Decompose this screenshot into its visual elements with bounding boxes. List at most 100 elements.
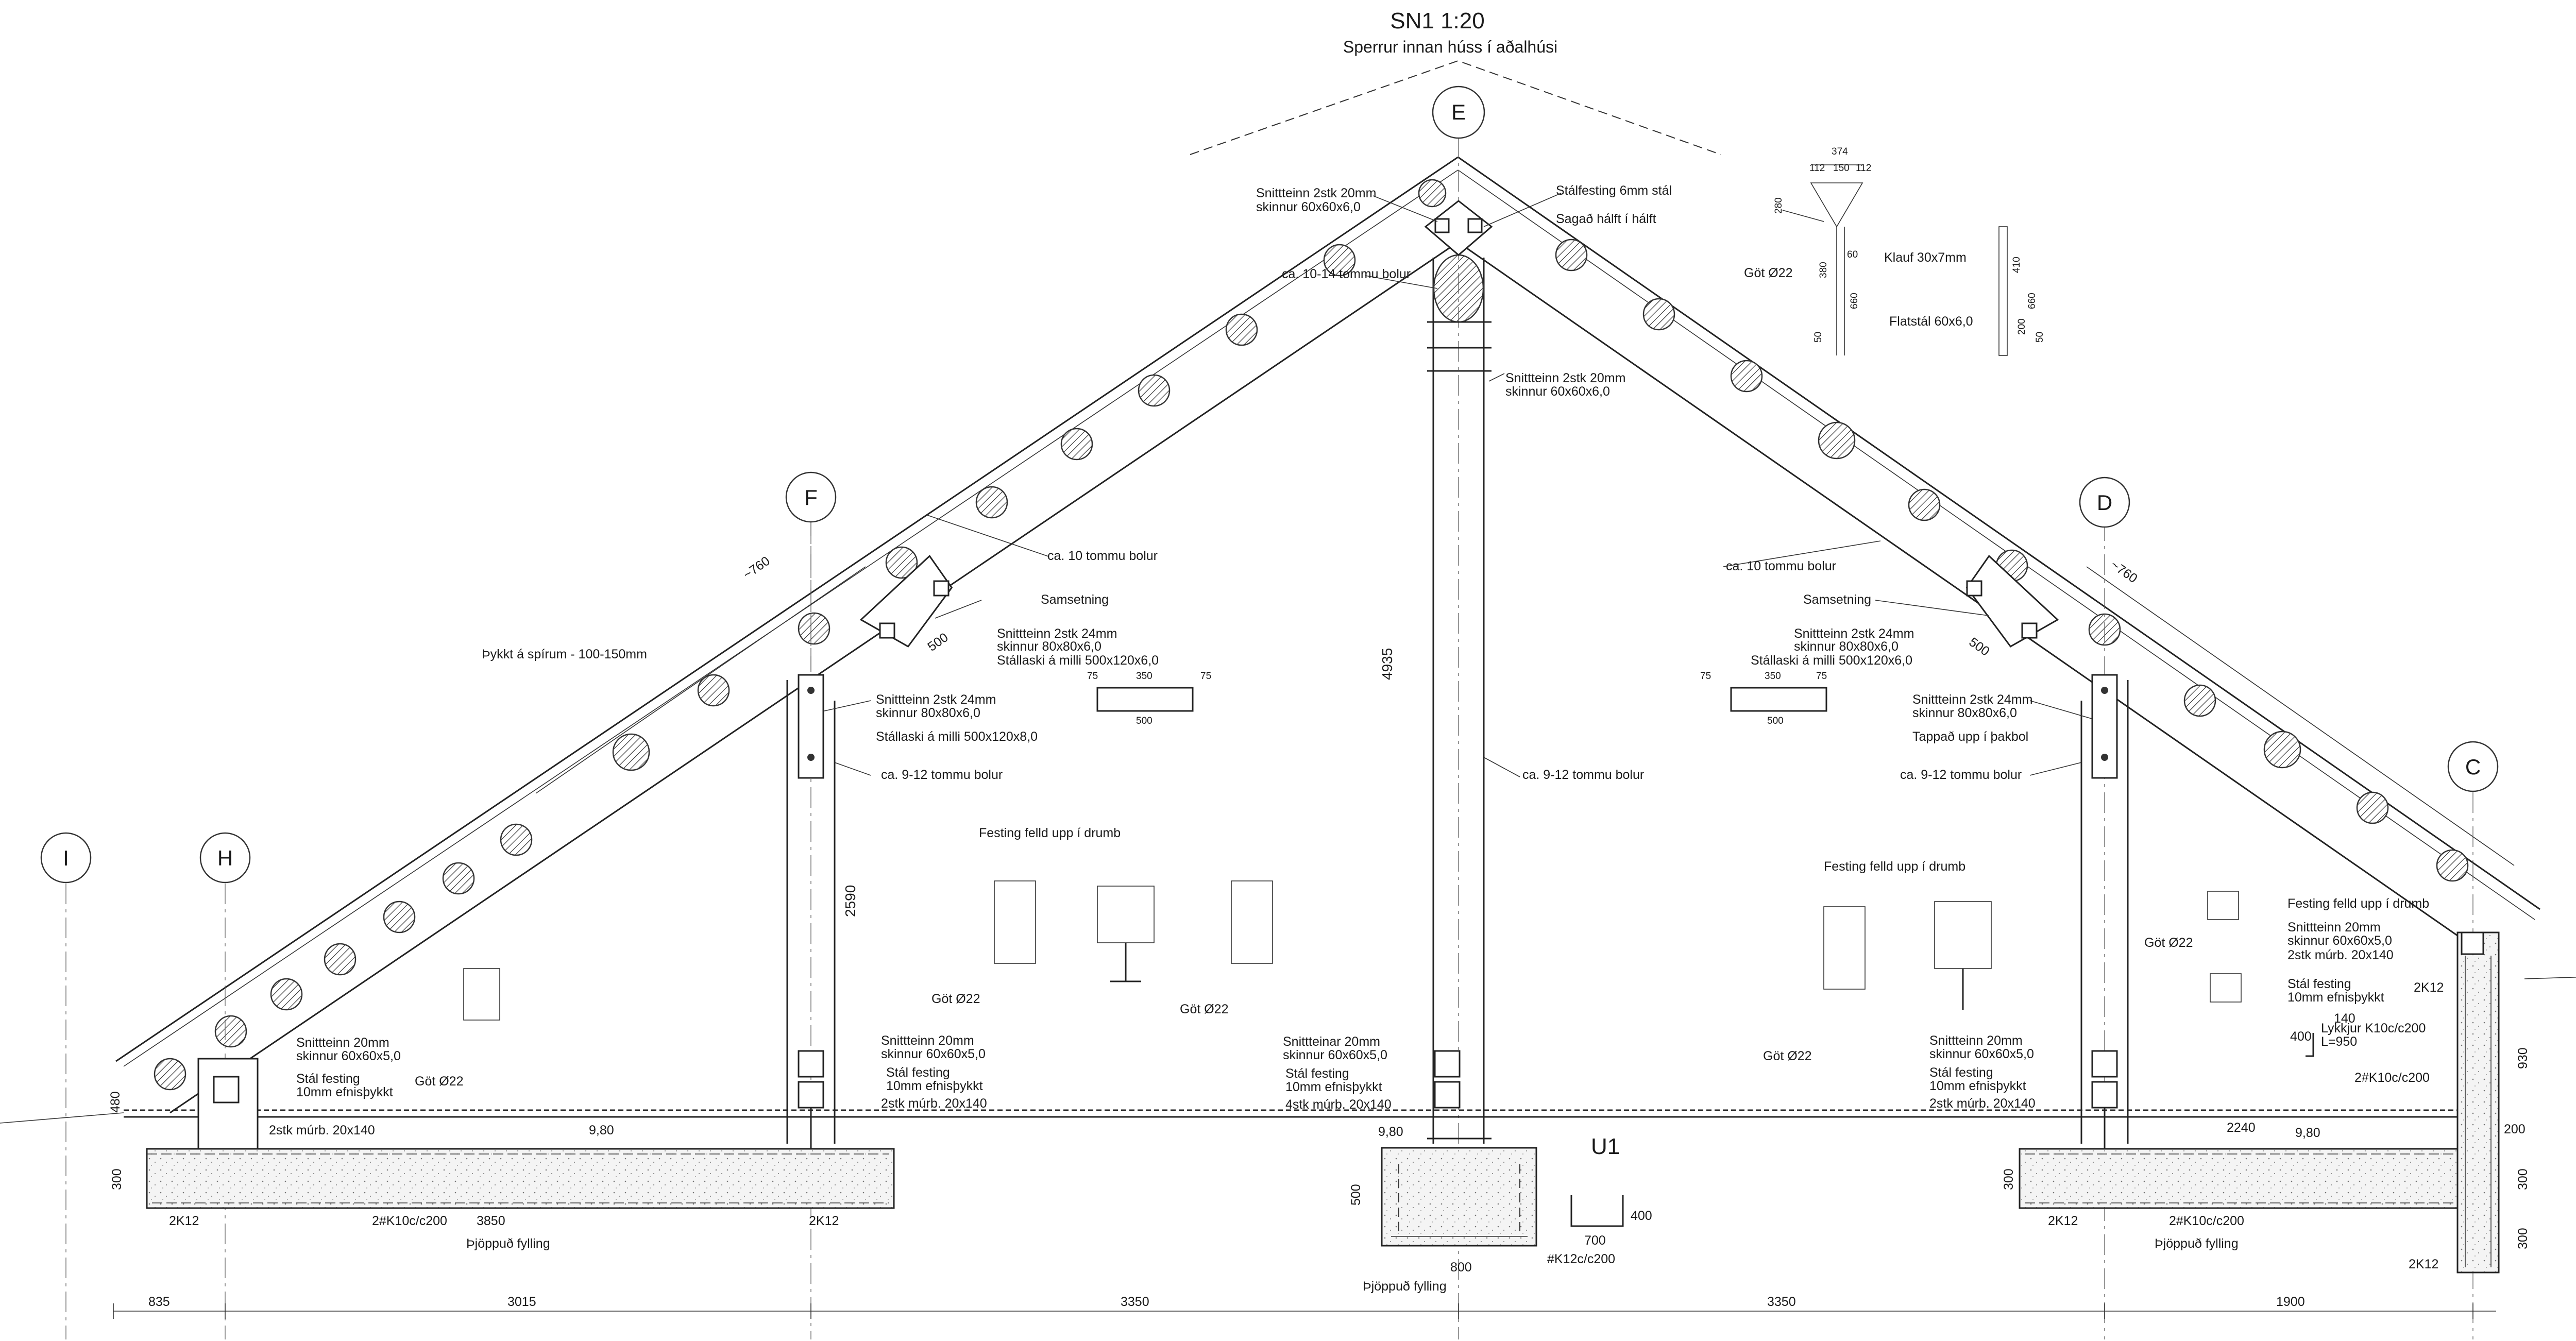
purlin [442, 862, 475, 895]
grid-marker-i: I [40, 832, 92, 1339]
purlin [1418, 179, 1447, 208]
dim-joint-left: 500 [925, 630, 951, 654]
grid-label-i: I [63, 846, 69, 870]
note-post-tap-right: Tappað upp í þakbol [1912, 729, 2028, 744]
note-post-plate-left: Stállaski á milli 500x120x8,0 [876, 729, 1038, 744]
note-k12-c: 2K12 [2048, 1214, 2078, 1228]
purlin [1323, 244, 1356, 277]
roof-outline [115, 60, 2540, 1114]
note-ridge-bolt-top-sub: skinnur 60x60x6,0 [1256, 200, 1361, 214]
note-base-d-bolt: Snittteinn 20mm [1929, 1033, 2023, 1048]
dim-300-right: 300 [2002, 1168, 2016, 1190]
note-hole-6: Göt Ø22 [2144, 936, 2193, 950]
svg-text:660: 660 [1849, 293, 1860, 309]
svg-text:75: 75 [1200, 671, 1211, 682]
note-base-e-bolt: Snittteinar 20mm [1283, 1034, 1380, 1049]
bottom-dimension-chain: 835 3015 3350 3350 1900 [113, 1295, 2496, 1319]
note-joint-left: Samsetning [1041, 592, 1109, 607]
note-base-d-steel-sub: 10mm efnisþykkt [1929, 1079, 2026, 1093]
dim-bottom-5: 1900 [2276, 1295, 2305, 1309]
note-fix-far-right: Festing felld upp í drumb [2287, 896, 2429, 911]
purlin [2436, 849, 2469, 882]
dim-c-140: 140 [2334, 1011, 2355, 1026]
note-fill-right: Þjöppuð fylling [2155, 1236, 2239, 1251]
purlin [2263, 731, 2301, 769]
purlin [612, 733, 650, 771]
dim-930: 930 [2516, 1047, 2530, 1069]
note-base-c-wall: 2stk múrb. 20x140 [2287, 948, 2394, 962]
note-joint-plate-right: Stállaski á milli 500x120x6,0 [1751, 653, 1912, 668]
dim-bottom-2: 3015 [507, 1295, 536, 1309]
dim-ridge-height: 4935 [1379, 648, 1395, 680]
svg-text:112: 112 [1809, 163, 1825, 174]
detail-sketches [463, 164, 2314, 1057]
note-fill-mid: Þjöppuð fylling [1363, 1279, 1447, 1294]
note-hole-1: Göt Ø22 [1744, 266, 1793, 280]
wall-c [2456, 931, 2500, 1274]
svg-text:150: 150 [1833, 163, 1850, 174]
purlin [697, 674, 730, 707]
note-ridge-bolt-top: Snittteinn 2stk 20mm [1256, 186, 1376, 200]
note-rafter-log-right: ca. 10 tommu bolur [1726, 559, 1836, 573]
grid-label-c: C [2465, 755, 2481, 779]
purlins [154, 179, 2469, 1091]
dim-300-c2: 300 [2516, 1228, 2530, 1249]
level-markers: 9,80 9,80 9,80 [589, 1123, 2320, 1140]
post-f [786, 515, 836, 1339]
svg-text:50: 50 [2035, 332, 2045, 343]
purlin [1818, 421, 1856, 460]
svg-text:75: 75 [1087, 671, 1098, 682]
note-purlin-thick: Þykkt á spírum - 100-150mm [482, 647, 647, 661]
note-rebar-left: 2#K10c/c200 [372, 1214, 447, 1228]
purlin [500, 823, 533, 856]
dim-footing-right: 2240 [2227, 1121, 2256, 1135]
dim-rafter-right: ~760 [2108, 557, 2140, 586]
note-joint-bolt-right-sub: skinnur 80x80x6,0 [1794, 639, 1899, 654]
footing-right [2019, 1148, 2484, 1209]
svg-text:60: 60 [1847, 249, 1858, 260]
dim-rafter-left: ~760 [740, 554, 772, 582]
note-post-bolt-right-sub: skinnur 80x80x6,0 [1912, 706, 2017, 720]
note-base-f-wall: 2stk múrb. 20x140 [881, 1096, 987, 1111]
level-mid: 9,80 [1378, 1125, 1403, 1139]
note-base-h-bolt: Snittteinn 20mm [296, 1036, 389, 1050]
note-joint-bolt-left: Snittteinn 2stk 24mm [997, 626, 1117, 641]
note-base-e-steel: Stál festing [1285, 1066, 1349, 1081]
ridge-steel-plate [1424, 200, 1493, 256]
sheet-title: SN1 1:20 [1390, 8, 1484, 33]
purlin [1908, 488, 1941, 521]
note-post-bolt-left: Snittteinn 2stk 24mm [876, 692, 996, 707]
note-base-f-steel-sub: 10mm efnisþykkt [886, 1079, 983, 1093]
note-hole-4: Göt Ø22 [1180, 1002, 1229, 1016]
u1-label: U1 [1591, 1134, 1620, 1159]
level-left: 9,80 [589, 1123, 614, 1138]
note-clip: Klauf 30x7mm [1884, 250, 1967, 265]
purlin [2183, 684, 2216, 717]
note-base-e-steel-sub: 10mm efnisþykkt [1285, 1080, 1382, 1094]
dim-300-left: 300 [110, 1168, 124, 1190]
footing-left [146, 1058, 895, 1209]
note-base-e-wall: 4stk múrb. 20x140 [1285, 1097, 1392, 1112]
note-ridge-log: ca. 10-14 tommu bolur [1282, 267, 1411, 281]
note-base-e-bolt-sub: skinnur 60x60x5,0 [1283, 1048, 1387, 1062]
dim-200-wall: 200 [2504, 1122, 2526, 1136]
grid-label-f: F [804, 485, 818, 510]
svg-text:75: 75 [1700, 671, 1711, 682]
note-post-log-left: ca. 9-12 tommu bolur [881, 768, 1003, 782]
annotations: Snittteinn 2stk 20mm skinnur 60x60x6,0 S… [169, 183, 2444, 1294]
u1-height: 400 [1631, 1209, 1652, 1223]
note-center-log: ca. 9-12 tommu bolur [1522, 768, 1644, 782]
purlin [975, 486, 1008, 519]
note-base-f-bolt: Snittteinn 20mm [881, 1033, 974, 1048]
footing-center [1381, 1147, 1537, 1247]
level-right: 9,80 [2295, 1126, 2320, 1140]
svg-text:500: 500 [1136, 716, 1153, 726]
note-joint-right: Samsetning [1803, 592, 1871, 607]
note-base-c-bolt: Snittteinn 20mm [2287, 920, 2381, 935]
note-base-f-steel: Stál festing [886, 1065, 950, 1080]
dim-post-height: 2590 [842, 885, 858, 917]
note-k12-d: 2K12 [2414, 980, 2444, 995]
note-base-d-steel: Stál festing [1929, 1065, 1993, 1080]
purlin [1555, 239, 1588, 271]
